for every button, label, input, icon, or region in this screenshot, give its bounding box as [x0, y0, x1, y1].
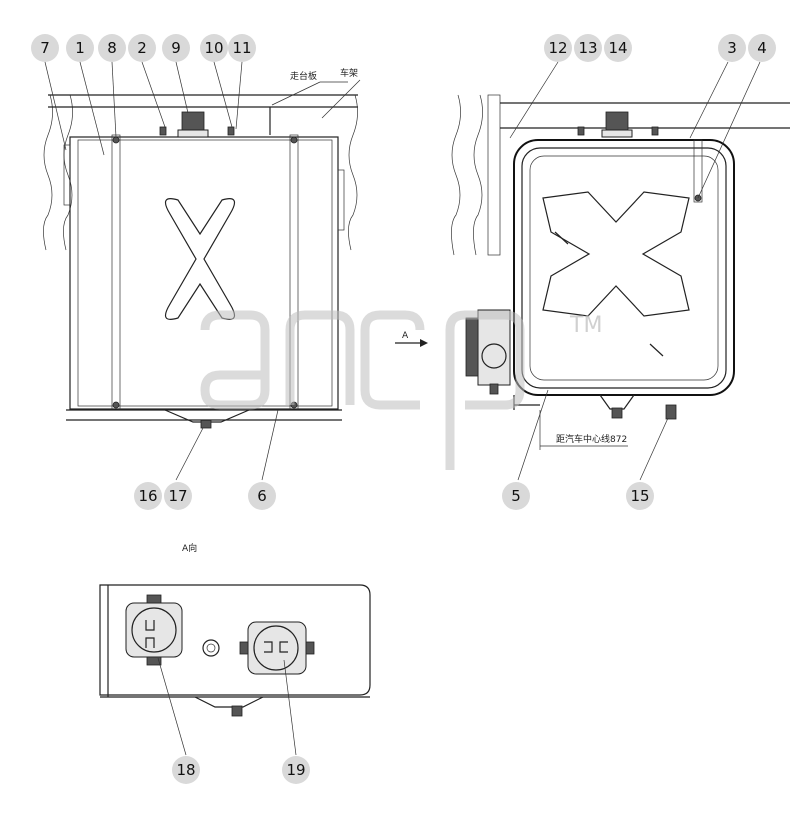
balloon-label: 10: [204, 39, 223, 57]
balloon-label: 16: [138, 487, 157, 505]
balloon-10: 10: [200, 34, 228, 62]
view-a: [99, 584, 371, 717]
balloon-label: 11: [232, 39, 251, 57]
balloon-6: 6: [248, 482, 276, 510]
balloon-label: 13: [578, 39, 597, 57]
note-walkway: 走台板: [290, 70, 317, 82]
balloon-label: 12: [548, 39, 567, 57]
balloon-label: 3: [727, 39, 737, 57]
balloon-18: 18: [172, 756, 200, 784]
balloon-17: 17: [164, 482, 192, 510]
trademark-text: TM: [569, 313, 602, 338]
balloon-8: 8: [98, 34, 126, 62]
note-arrow-a: A: [402, 331, 409, 341]
side-view: [395, 94, 790, 450]
balloon-label: 1: [75, 39, 85, 57]
balloon-15: 15: [626, 482, 654, 510]
balloon-4: 4: [748, 34, 776, 62]
watermark-logo: TM: [200, 310, 602, 470]
balloon-label: 7: [40, 39, 50, 57]
balloon-label: 17: [168, 487, 187, 505]
balloon-14: 14: [604, 34, 632, 62]
balloon-label: 4: [757, 39, 767, 57]
leader-lines: [44, 61, 761, 756]
note-view-a: A向: [182, 542, 197, 554]
front-view: [43, 94, 358, 429]
balloon-16: 16: [134, 482, 162, 510]
balloon-label: 5: [511, 487, 521, 505]
note-frame: 车架: [340, 67, 358, 79]
balloon-label: 9: [171, 39, 181, 57]
balloon-2: 2: [128, 34, 156, 62]
balloon-label: 14: [608, 39, 627, 57]
balloon-3: 3: [718, 34, 746, 62]
balloon-5: 5: [502, 482, 530, 510]
balloon-7: 7: [31, 34, 59, 62]
balloon-1: 1: [66, 34, 94, 62]
balloon-label: 18: [176, 761, 195, 779]
note-distance: 距汽车中心线872: [556, 433, 627, 445]
balloon-label: 19: [286, 761, 305, 779]
balloon-label: 15: [630, 487, 649, 505]
balloon-label: 8: [107, 39, 117, 57]
balloon-9: 9: [162, 34, 190, 62]
balloon-11: 11: [228, 34, 256, 62]
balloon-label: 6: [257, 487, 267, 505]
balloon-19: 19: [282, 756, 310, 784]
balloon-13: 13: [574, 34, 602, 62]
balloon-label: 2: [137, 39, 147, 57]
balloon-12: 12: [544, 34, 572, 62]
